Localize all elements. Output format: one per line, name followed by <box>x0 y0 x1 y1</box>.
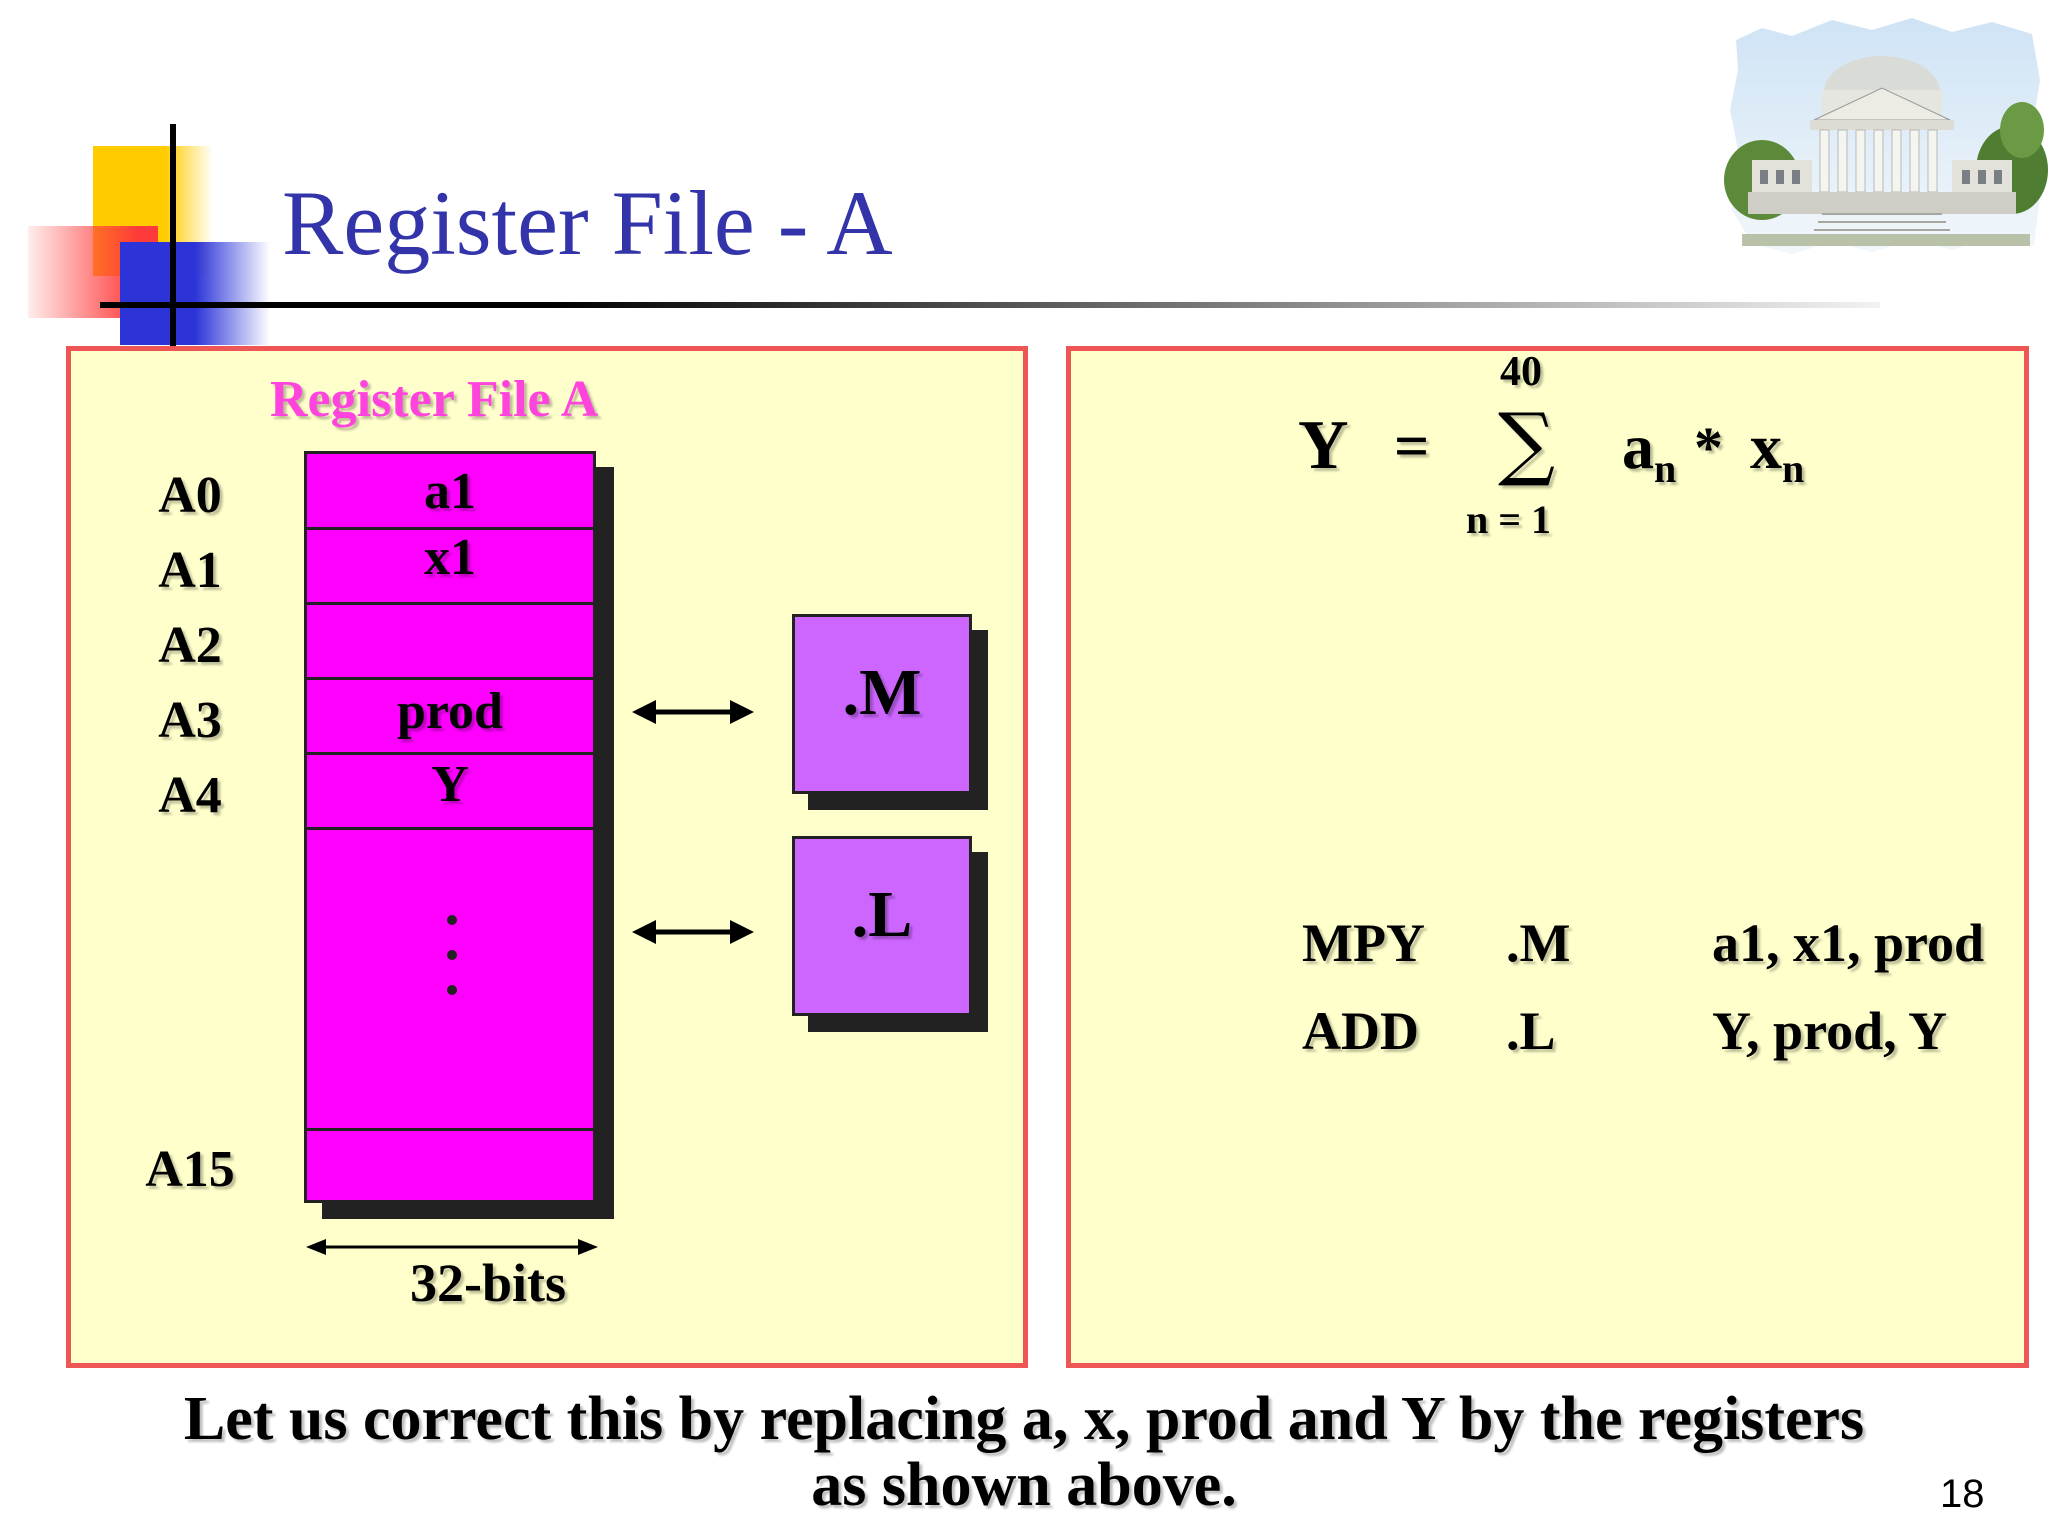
instruction-unit: .L <box>1506 1001 1556 1061</box>
register-cell-a4: Y <box>431 756 469 813</box>
sum-symbol: ∑ <box>1498 396 1556 489</box>
width-double-arrow-icon <box>306 1239 598 1255</box>
register-label-a4: A4 <box>158 767 222 824</box>
register-row-middle <box>307 830 593 1131</box>
instruction-op: ADD <box>1302 1001 1419 1061</box>
slide-title: Register File - A <box>282 172 893 274</box>
code-panel <box>1066 346 2029 1368</box>
deco-blue-square <box>120 242 270 345</box>
page-number: 18 <box>1940 1472 1985 1516</box>
vertical-ellipsis-icon <box>447 915 457 995</box>
sum-upper-limit: 40 <box>1500 349 1542 395</box>
m-unit-box: .M <box>792 614 972 794</box>
footer-line-2: as shown above. <box>811 1451 1237 1519</box>
instruction-operands: a1, x1, prod <box>1712 913 1985 973</box>
footer-line-1: Let us correct this by replacing a, x, p… <box>183 1385 1865 1453</box>
register-cell-a1: x1 <box>424 529 476 586</box>
register-row-a1: x1 <box>307 529 593 605</box>
m-unit-label: .M <box>842 656 922 729</box>
register-row-a2 <box>307 605 593 680</box>
register-row-a0: a1 <box>307 454 593 530</box>
instruction-operands: Y, prod, Y <box>1712 1001 1948 1061</box>
title-underline <box>100 302 1880 308</box>
formula-equals: = <box>1394 413 1430 481</box>
width-label: 32-bits <box>409 1253 566 1313</box>
instruction-op: MPY <box>1302 913 1425 973</box>
register-label-a3: A3 <box>158 692 222 749</box>
deco-vertical-line <box>170 124 176 346</box>
register-cell-a3: prod <box>397 683 503 740</box>
l-unit-label: .L <box>851 878 913 951</box>
formula-term-a: an <box>1622 411 1677 491</box>
register-row-a4: Y <box>307 755 593 830</box>
building-image <box>1724 18 2048 254</box>
footer-caption: Let us correct this by replacing a, x, p… <box>0 1386 2048 1518</box>
formula-lhs: Y <box>1298 407 1349 484</box>
m-unit-double-arrow-icon <box>632 700 754 724</box>
formula-times: * <box>1694 415 1723 480</box>
l-unit-box: .L <box>792 836 972 1016</box>
register-stack: a1 x1 prod Y <box>304 451 596 1203</box>
formula-term-x: xn <box>1750 411 1805 491</box>
register-label-a1: A1 <box>158 542 222 599</box>
register-row-a3: prod <box>307 680 593 755</box>
register-file-heading: Register File A <box>270 371 599 428</box>
register-row-a15 <box>307 1131 593 1200</box>
instruction-unit: .M <box>1506 913 1571 973</box>
sum-lower-limit: n = 1 <box>1466 497 1552 542</box>
register-label-a2: A2 <box>158 617 222 674</box>
register-label-a0: A0 <box>158 467 222 524</box>
register-label-a15: A15 <box>145 1141 235 1198</box>
l-unit-double-arrow-icon <box>632 920 754 944</box>
register-cell-a0: a1 <box>424 463 476 520</box>
